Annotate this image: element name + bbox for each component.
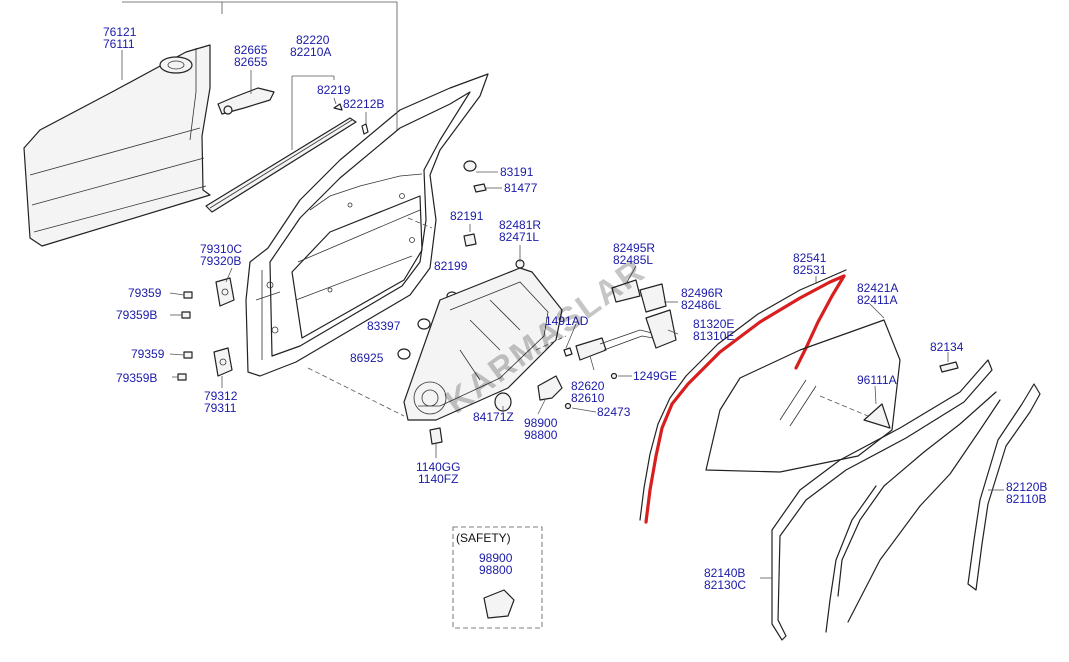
upper-hinge bbox=[215, 277, 235, 307]
clip-82134 bbox=[939, 361, 959, 373]
glass-run-channel bbox=[639, 269, 847, 524]
label-82191: 82191 bbox=[450, 209, 484, 223]
latch-cover-82496r bbox=[639, 283, 667, 313]
label-82610: 82610 bbox=[571, 391, 605, 405]
label-1491ad: 1491AD bbox=[545, 314, 589, 328]
safety-code-2: 98800 bbox=[479, 563, 513, 577]
bolt-81477 bbox=[473, 183, 487, 193]
label-82473: 82473 bbox=[597, 405, 631, 419]
lower-hinge bbox=[213, 347, 233, 377]
door-frame bbox=[245, 73, 489, 377]
label-82199: 82199 bbox=[434, 259, 468, 273]
label-79320b: 79320B bbox=[200, 254, 241, 268]
screw-1249ge bbox=[610, 372, 618, 380]
bumper-82191 bbox=[463, 233, 477, 247]
label-81477: 81477 bbox=[504, 181, 538, 195]
latch-bracket-82495r bbox=[611, 279, 641, 303]
label-81310e: 81310E bbox=[693, 329, 734, 343]
plug-83397 bbox=[417, 318, 431, 330]
clip-82219 bbox=[333, 103, 343, 111]
outer-door-panel bbox=[23, 44, 211, 247]
label-82421a: 82421A bbox=[857, 281, 898, 295]
speaker-96111a bbox=[863, 403, 891, 429]
label-79359-upper: 79359 bbox=[128, 286, 162, 300]
door-glass bbox=[705, 319, 901, 473]
label-82134: 82134 bbox=[930, 340, 964, 354]
label-82496r: 82496R bbox=[681, 286, 723, 300]
label-82130c: 82130C bbox=[704, 578, 746, 592]
hinge-bolts bbox=[177, 291, 193, 381]
plug-86925 bbox=[397, 348, 411, 360]
label-81320e: 81320E bbox=[693, 317, 734, 331]
label-82665: 82665 bbox=[234, 43, 268, 57]
label-76111: 76111 bbox=[103, 37, 135, 51]
door-latch-81320e bbox=[645, 309, 677, 349]
label-82210a: 82210A bbox=[290, 45, 331, 59]
body-weatherstrip-outer bbox=[847, 383, 1041, 623]
label-82541: 82541 bbox=[793, 251, 827, 265]
label-82495r: 82495R bbox=[613, 241, 655, 255]
label-98900: 98900 bbox=[524, 416, 558, 430]
label-82655: 82655 bbox=[234, 55, 268, 69]
inside-handle bbox=[575, 329, 665, 361]
label-82620: 82620 bbox=[571, 379, 605, 393]
label-79359-lower: 79359 bbox=[131, 347, 165, 361]
regulator-motor bbox=[537, 375, 563, 401]
label-82120b: 82120B bbox=[1006, 480, 1047, 494]
assembly-dash-lines bbox=[307, 217, 869, 417]
label-82411a: 82411A bbox=[857, 293, 897, 307]
label-86925: 86925 bbox=[350, 351, 384, 365]
safety-code-1: 98900 bbox=[479, 551, 513, 565]
plug-83191 bbox=[463, 160, 477, 172]
clip-1491ad bbox=[563, 347, 573, 357]
label-79311: 79311 bbox=[204, 401, 237, 415]
safety-box-border bbox=[452, 526, 543, 629]
safety-title: (SAFETY) bbox=[456, 531, 511, 545]
label-82219: 82219 bbox=[317, 83, 351, 97]
label-82471l: 82471L bbox=[499, 230, 539, 244]
label-79359b-upper: 79359B bbox=[116, 308, 157, 322]
label-82531: 82531 bbox=[793, 263, 827, 277]
label-83397: 83397 bbox=[367, 319, 401, 333]
bolt-1140gg bbox=[429, 427, 443, 445]
door-handle-recess bbox=[159, 56, 193, 74]
label-84171z: 84171Z bbox=[473, 410, 514, 424]
door-weatherstrip-inner bbox=[771, 359, 997, 641]
label-82486l: 82486L bbox=[681, 298, 721, 312]
label-83191: 83191 bbox=[500, 165, 534, 179]
screw-82473 bbox=[564, 402, 572, 410]
label-96111a: 96111A bbox=[857, 373, 897, 387]
outside-handle bbox=[217, 87, 275, 115]
screw-82212b bbox=[361, 123, 369, 135]
label-82481r: 82481R bbox=[499, 218, 541, 232]
label-82212b: 82212B bbox=[343, 97, 384, 111]
label-82220: 82220 bbox=[296, 33, 330, 47]
label-82485l: 82485L bbox=[613, 253, 653, 267]
door-module-panel bbox=[403, 259, 563, 421]
label-98800: 98800 bbox=[524, 428, 558, 442]
label-1249ge: 1249GE bbox=[633, 369, 677, 383]
label-76121: 76121 bbox=[103, 25, 137, 39]
leader-lines bbox=[121, 1, 1004, 579]
label-79310c: 79310C bbox=[200, 242, 242, 256]
belt-weatherstrip bbox=[205, 117, 357, 213]
part-labels: 76121 76111 82665 82655 82220 82210A 822… bbox=[103, 25, 1047, 592]
label-79312: 79312 bbox=[204, 389, 238, 403]
label-82110b: 82110B bbox=[1006, 492, 1046, 506]
label-1140gg: 1140GG bbox=[416, 460, 460, 474]
label-1140fz: 1140FZ bbox=[418, 472, 458, 486]
safety-motor-icon bbox=[483, 589, 515, 619]
label-79359b-lower: 79359B bbox=[116, 371, 157, 385]
label-82140b: 82140B bbox=[704, 566, 745, 580]
